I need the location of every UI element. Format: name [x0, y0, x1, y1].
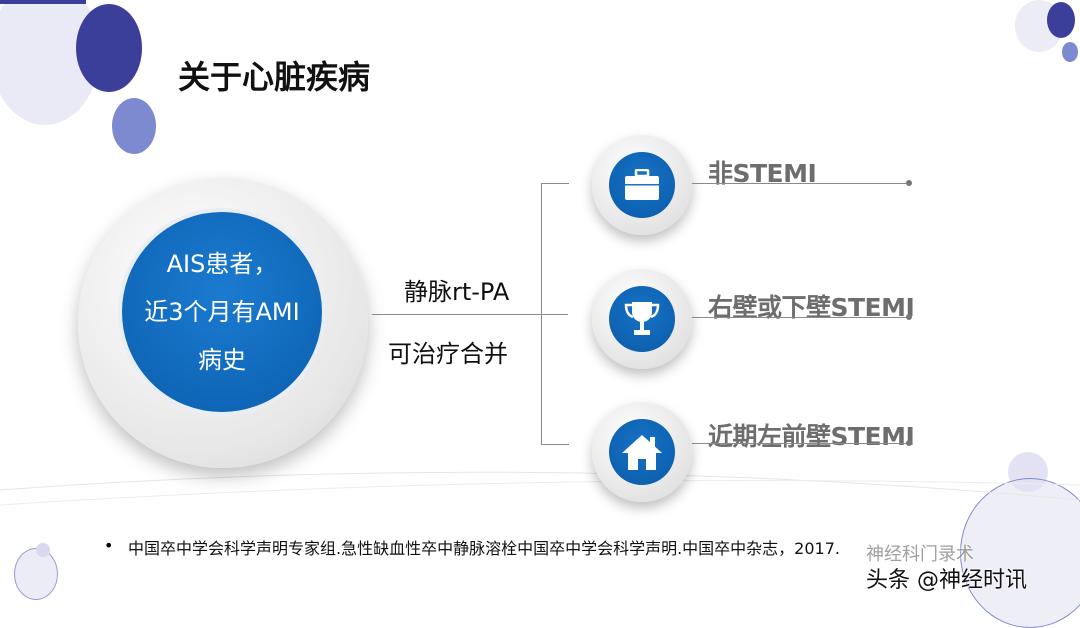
branch-line — [692, 443, 908, 444]
center-node: AIS患者， 近3个月有AMI 病史 — [118, 208, 326, 416]
decor-waves — [0, 471, 1080, 506]
bracket — [541, 183, 569, 445]
decor-circle — [1062, 42, 1078, 62]
center-line: 病史 — [198, 346, 246, 374]
decor-circle — [1047, 2, 1075, 38]
briefcase-icon — [625, 169, 659, 200]
branch-dot — [906, 180, 912, 186]
center-line: AIS患者， — [166, 250, 278, 278]
branch-label: 非STEMI — [708, 159, 817, 188]
branch-dot — [906, 440, 912, 446]
watermark-line1: 神经科门录术 — [866, 544, 974, 565]
bullet: • — [104, 536, 114, 555]
reference-text: 中国卒中学会科学声明专家组.急性缺血性卒中静脉溶栓中国卒中学会科学声明.中国卒中… — [128, 539, 840, 558]
decor-circle — [76, 4, 142, 92]
home-icon — [622, 435, 662, 470]
connector-bottom-text: 可治疗合并 — [388, 340, 508, 368]
watermark-line2: 头条 @神经时讯 — [866, 568, 1027, 593]
decor-circle — [112, 98, 156, 154]
connector-top-text: 静脉rt-PA — [404, 278, 510, 306]
trophy-icon — [624, 302, 660, 335]
page-title: 关于心脏疾病 — [178, 58, 371, 96]
connector-line — [372, 314, 568, 315]
branch-node — [592, 269, 692, 369]
center-line: 近3个月有AMI — [144, 298, 300, 326]
branch-node — [592, 402, 692, 502]
branch-node — [592, 135, 692, 235]
decor-circle — [14, 548, 58, 600]
branch-label: 右壁或下壁STEMI — [708, 293, 915, 322]
branch-line — [692, 317, 908, 318]
branch-dot — [906, 314, 912, 320]
branch-line — [692, 183, 908, 184]
decor-circle — [36, 543, 50, 557]
decor-bar — [0, 0, 86, 4]
branch-label: 近期左前壁STEMI — [708, 422, 915, 451]
